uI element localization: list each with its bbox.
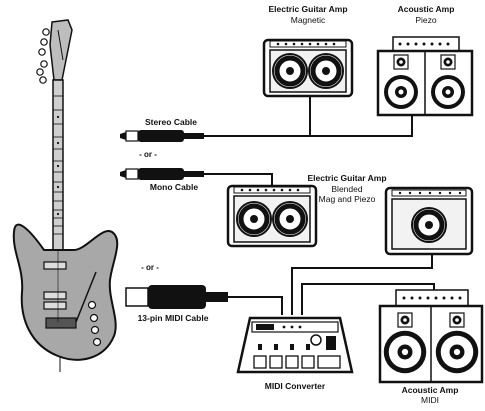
midi-converter-icon [236,316,354,374]
midi-cable-label: 13-pin MIDI Cable [137,313,209,323]
amp2-subtitle: Piezo [415,15,437,25]
acoustic-amp-midi-icon [378,289,484,384]
combo-amp-blended-icon [226,184,318,248]
stereo-cable-icon [120,130,218,142]
midi-converter-label: MIDI Converter [264,381,326,391]
combo-amp-small-icon [384,186,474,256]
amp4-title: Acoustic Amp [401,385,459,395]
or-separator-2: - or - [141,263,159,272]
combo-amp-icon [262,38,354,98]
or-separator-1: - or - [139,150,157,159]
mono-cable-icon [120,168,204,180]
amp2-title: Acoustic Amp [397,4,455,14]
amp3-title: Electric Guitar Amp [307,173,387,183]
stereo-cable-label: Stereo Cable [145,117,197,127]
connection-lines [204,95,435,315]
amp1-subtitle: Magnetic [290,15,326,25]
electric-guitar-icon [12,19,119,372]
midi-plug-icon [125,285,228,309]
acoustic-amp-icon [376,36,474,117]
amp3-subtitle-1: Blended [331,184,363,194]
amp4-subtitle: MIDI [421,395,439,405]
amp3-subtitle-2: Mag and Piezo [318,194,376,204]
mono-cable-label: Mono Cable [149,182,199,192]
amp1-title: Electric Guitar Amp [268,4,348,14]
